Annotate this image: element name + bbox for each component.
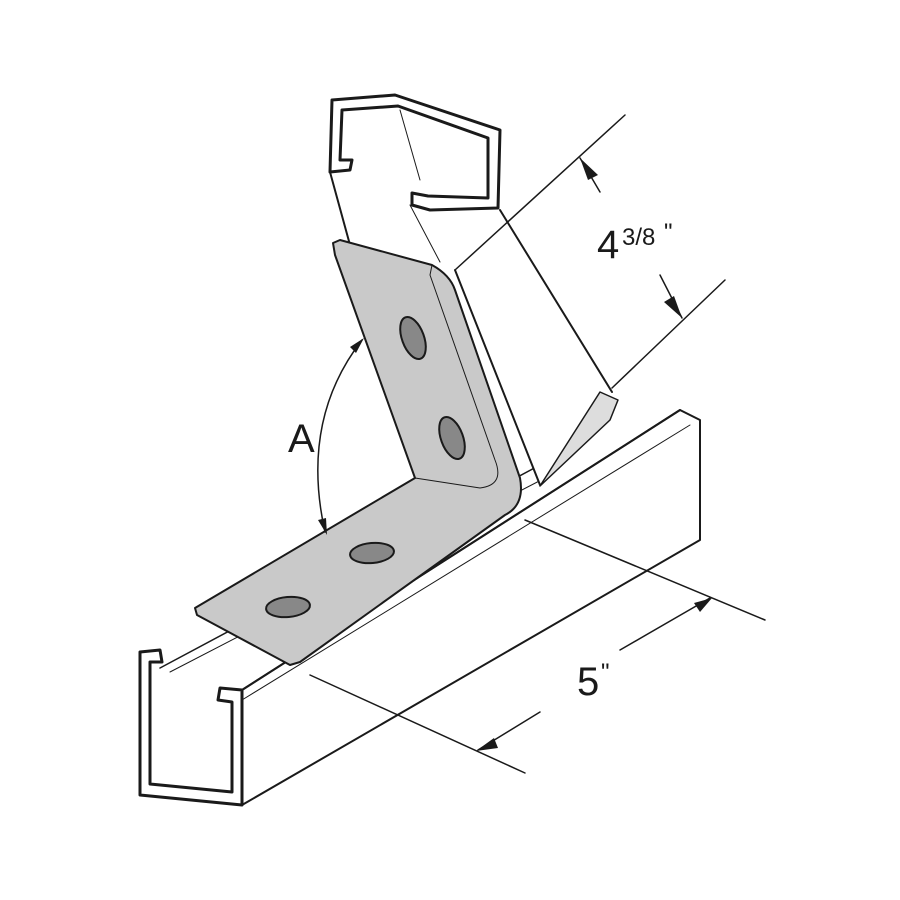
base-length-value: 5 <box>577 660 599 704</box>
bolt-hole <box>265 595 311 619</box>
bolt-hole <box>399 315 427 361</box>
bolt-hole <box>349 541 395 565</box>
dimension-lines <box>309 114 766 774</box>
upper-channel <box>328 93 619 487</box>
leg-length-fraction: 3/8 <box>622 224 655 251</box>
arrowheads <box>318 158 712 751</box>
bolt-hole <box>438 415 466 461</box>
base-length-unit: " <box>601 659 610 686</box>
leg-length-whole: 4 <box>597 223 619 267</box>
angle-label: A <box>288 417 315 461</box>
angle-bracket <box>194 239 522 666</box>
leg-length-unit: " <box>664 219 673 246</box>
